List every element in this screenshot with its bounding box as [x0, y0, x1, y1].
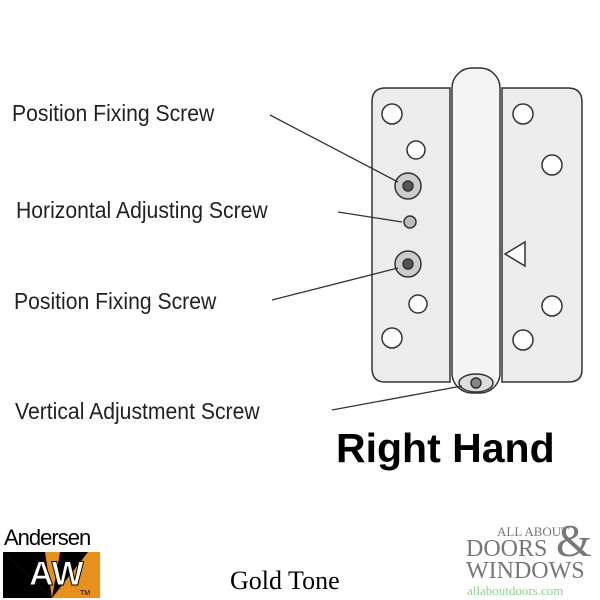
andersen-logo-text: Andersen: [4, 525, 91, 550]
knuckle: [451, 67, 501, 394]
finish-label: Gold Tone: [230, 566, 340, 595]
aad-line2: DOORS: [466, 536, 548, 562]
vertical-adjustment-screw: [470, 377, 482, 389]
svg-text:AW: AW: [29, 555, 85, 593]
aad-line3: WINDOWS: [466, 558, 585, 584]
aad-url: allaboutdoors.com: [467, 583, 564, 598]
left-leaf: [371, 87, 451, 383]
hand-label: Right Hand: [336, 425, 555, 471]
label-position-fixing-screw-bottom: Position Fixing Screw: [14, 288, 217, 314]
aad-ampersand: &: [556, 515, 592, 566]
label-position-fixing-screw-top: Position Fixing Screw: [12, 100, 215, 126]
label-horizontal-adjusting-screw: Horizontal Adjusting Screw: [16, 197, 268, 223]
andersen-logo: AW: [3, 552, 100, 598]
label-vertical-adjustment-screw: Vertical Adjustment Screw: [15, 398, 260, 424]
aad-line1: ALL ABOUT: [497, 524, 570, 539]
horizontal-adjusting-screw: [403, 215, 417, 229]
trademark: TM: [80, 590, 91, 597]
